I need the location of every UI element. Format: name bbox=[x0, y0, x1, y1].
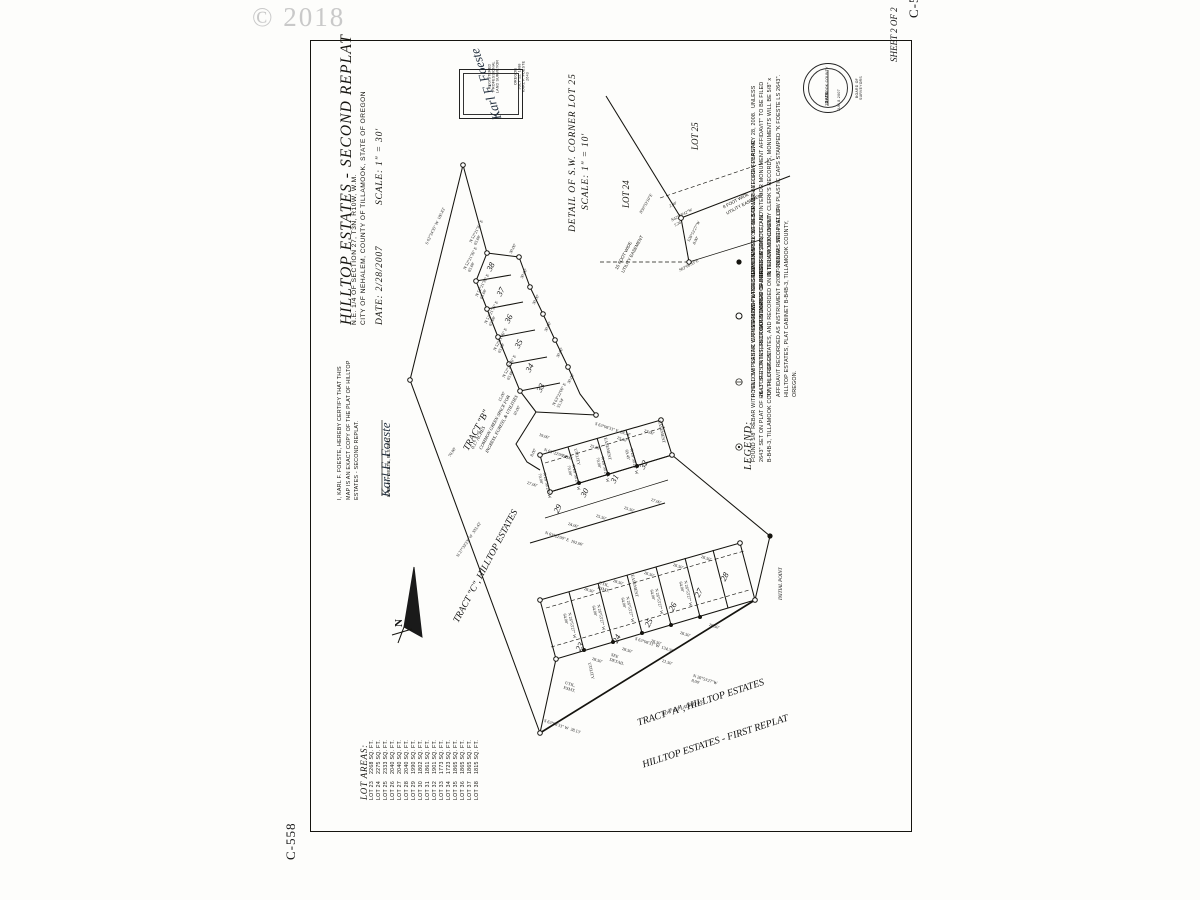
legend-symbol-target bbox=[735, 443, 743, 451]
county-stamp-ring bbox=[808, 68, 848, 108]
legend-symbol-filled-dot bbox=[736, 259, 742, 265]
north-arrow bbox=[391, 566, 423, 644]
county-approval-stamp bbox=[803, 63, 853, 113]
legend-symbol-crosshair bbox=[735, 378, 743, 386]
legend-symbol-open-circle bbox=[735, 312, 743, 320]
north-arrow-label: N bbox=[393, 619, 405, 627]
copyright-watermark: © 2018 bbox=[252, 2, 346, 32]
drawing-border bbox=[310, 40, 912, 832]
county-stamp-divider bbox=[827, 70, 829, 106]
initial-point-label: INITIAL POINT bbox=[779, 567, 784, 600]
